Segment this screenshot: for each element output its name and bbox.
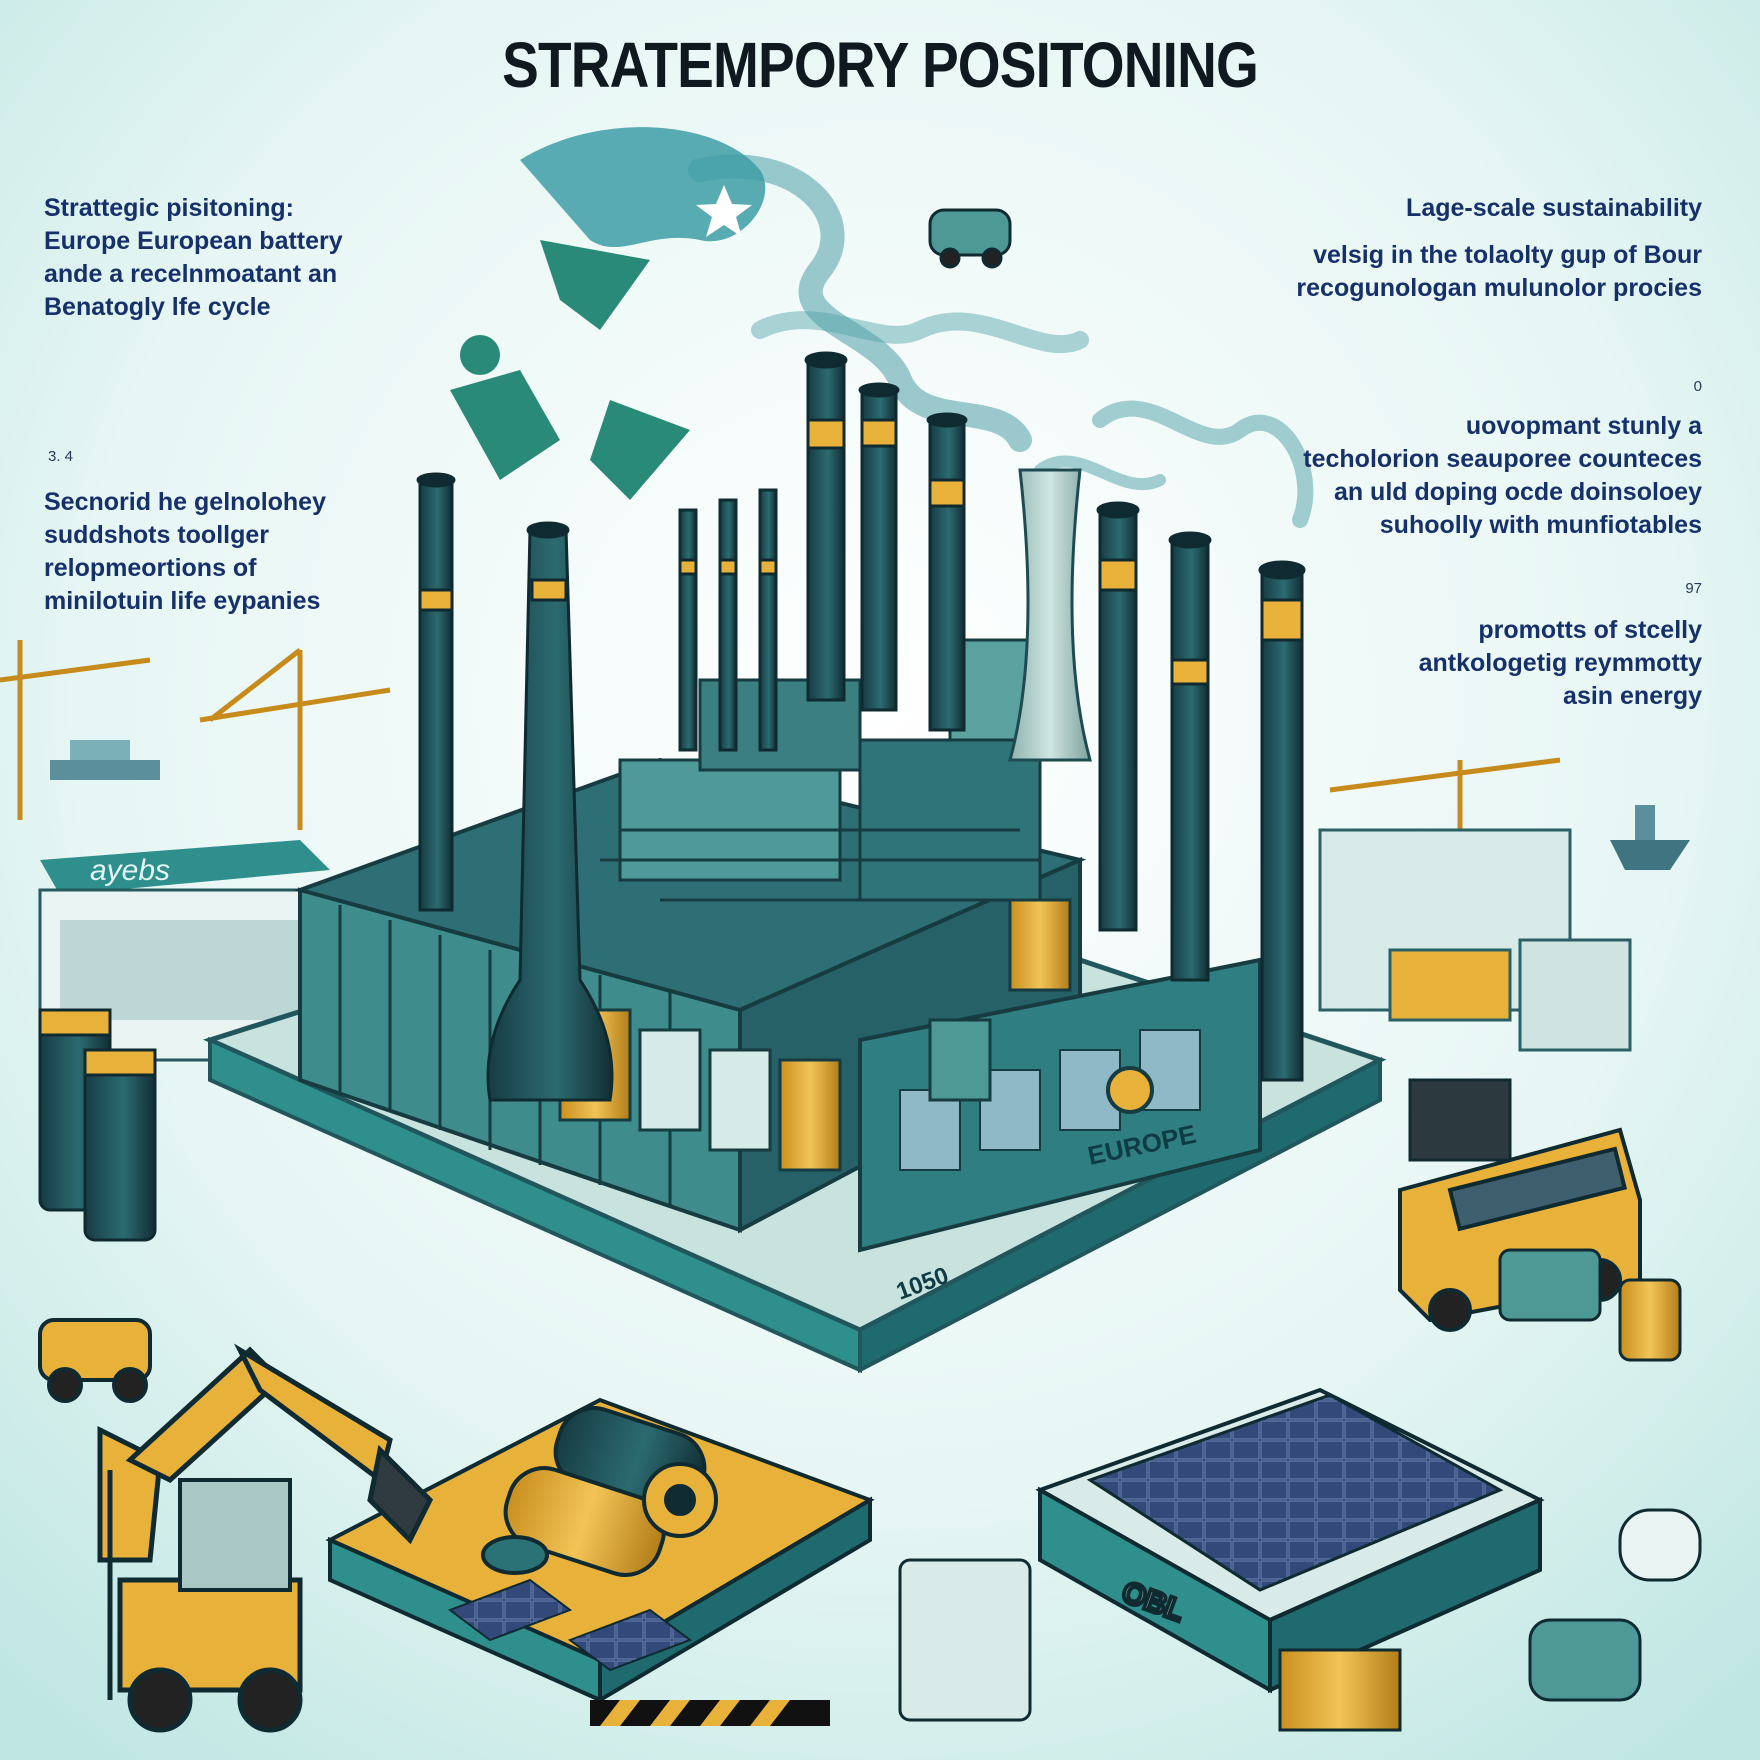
text-line: asin energy bbox=[1563, 682, 1702, 710]
cooling-tower bbox=[1008, 468, 1092, 762]
text-line: techolorion seauporee counteces bbox=[1303, 445, 1702, 473]
smoke-plume bbox=[688, 154, 1314, 528]
car-icon bbox=[928, 208, 1012, 269]
battery-icon bbox=[481, 1406, 718, 1577]
star-icon bbox=[696, 185, 752, 237]
text-line: Strattegic pisitoning: bbox=[44, 194, 294, 222]
misc-parts bbox=[898, 1248, 1702, 1732]
text-line: promotts of stcelly bbox=[1478, 616, 1702, 644]
text-line: suhoolly with munfiotables bbox=[1379, 511, 1702, 539]
text-line: an uld doping ocde doinsoloey bbox=[1333, 478, 1702, 506]
recycle-icon bbox=[450, 240, 690, 500]
right-buildings bbox=[1318, 828, 1632, 1052]
right-text-block-2: uovopmant stunly a techolorion seauporee… bbox=[1303, 410, 1702, 542]
left-building-sign: ayebs bbox=[90, 854, 170, 887]
car-icon bbox=[38, 1318, 152, 1403]
left-text-block-1: Strattegic pisitoning: Europe European b… bbox=[44, 192, 343, 324]
right-text-block-1: Lage-scale sustainability velsig in the … bbox=[1296, 192, 1702, 305]
smoke-cloud bbox=[520, 127, 766, 248]
right-text-block-3: promotts of stcelly antkologetig reymmot… bbox=[1419, 614, 1702, 713]
section-number: 3. 4 bbox=[48, 448, 74, 465]
container-box bbox=[1408, 1078, 1512, 1162]
section-number: 0 bbox=[1693, 378, 1702, 395]
text-line: uovopmant stunly a bbox=[1465, 412, 1702, 440]
text-line: relopmeortions of bbox=[44, 554, 257, 582]
smokestack-icon bbox=[416, 351, 1306, 1102]
text-line: ande a recelnmoatant an bbox=[44, 260, 338, 288]
barrel-icon bbox=[38, 1008, 157, 1242]
page-title: STRATEMPORY POSITONING bbox=[502, 29, 1259, 101]
section-number: 97 bbox=[1685, 580, 1702, 597]
text-line: Europe European battery bbox=[44, 227, 343, 255]
excavator-icon bbox=[97, 1343, 434, 1563]
hazard-stripe bbox=[590, 1700, 830, 1726]
forklift-icon bbox=[107, 1470, 303, 1733]
text-line: velsig in the tolaolty gup of Bour bbox=[1313, 241, 1702, 269]
text-line: suddshots toollger bbox=[44, 521, 269, 549]
text-line: minilotuin life eypanies bbox=[44, 587, 321, 615]
crane-icon bbox=[0, 640, 391, 830]
left-warehouse: ayebs bbox=[38, 840, 332, 1062]
ship-icon bbox=[1610, 805, 1690, 870]
text-line: antkologetig reymmotty bbox=[1418, 649, 1702, 677]
ship-icon bbox=[50, 740, 160, 780]
text-line: recogunologan mulunolor procies bbox=[1296, 274, 1702, 302]
text-line: Benatogly lfe cycle bbox=[44, 293, 271, 321]
solar-panel-icon bbox=[447, 1578, 693, 1672]
text-line: Secnorid he gelnolohey bbox=[44, 488, 326, 516]
left-text-block-2: Secnorid he gelnolohey suddshots toollge… bbox=[44, 486, 326, 618]
text-line: Lage-scale sustainability bbox=[1406, 194, 1702, 222]
